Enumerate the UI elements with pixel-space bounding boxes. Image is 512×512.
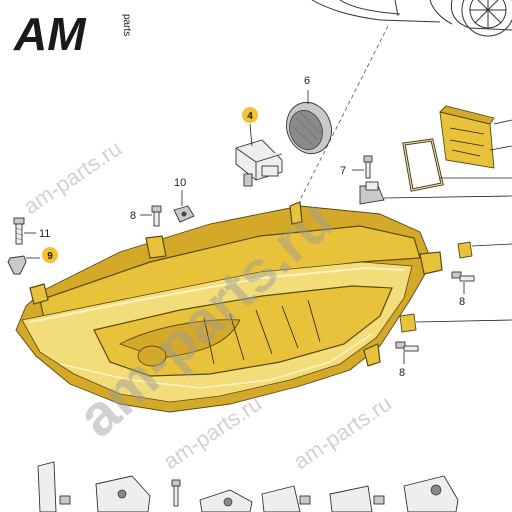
callout-4: 4 [242,107,258,123]
part-10-nut [173,205,195,223]
highlight-badge [42,247,58,263]
callout-10: 10 [174,177,186,189]
part-bottom-bracket-1 [37,461,71,512]
part-clip-right-lower [399,313,417,333]
svg-text:4: 4 [247,111,253,122]
headlight-housing [15,201,443,413]
part-8-screw-right [451,271,475,282]
callout-8-bottom: 8 [399,367,405,379]
svg-text:8: 8 [459,296,465,308]
part-9-clip [7,255,27,275]
svg-text:8: 8 [399,367,405,379]
logo-suffix: parts [121,14,132,36]
callout-9: 9 [42,247,58,263]
leader-lines [24,90,512,364]
part-6-cap [286,101,332,155]
part-ballast-module [439,105,495,169]
part-bottom-bracket-3 [199,489,253,512]
svg-text:9: 9 [47,251,53,262]
part-8-screw-top [151,205,162,227]
logo-letters: AM [13,8,87,60]
svg-text:8: 8 [130,210,136,222]
callout-11: 11 [39,228,50,240]
part-bottom-bracket-5 [329,485,385,512]
callout-8-right: 8 [459,296,465,308]
part-8-screw-bottom [395,341,419,352]
part-bottom-bracket-4 [261,485,311,512]
svg-text:7: 7 [340,165,346,177]
part-4-adjuster [235,139,283,187]
wheel-icon [461,0,512,37]
svg-text:10: 10 [174,177,186,189]
part-11-screw [13,217,25,245]
part-bottom-bracket-6 [403,475,459,512]
svg-text:am-parts.ru: am-parts.ru [289,391,396,475]
callout-7: 7 [340,165,346,177]
part-clip-right-upper [457,241,473,259]
reference-line [299,25,389,201]
part-seal-ring [402,138,444,192]
part-7-screw [359,155,385,205]
svg-text:11: 11 [39,228,50,240]
part-bottom-screw [171,479,181,507]
callout-8-top: 8 [130,210,136,222]
svg-text:am-parts.ru: am-parts.ru [19,136,126,220]
callout-6: 6 [304,75,310,87]
am-parts-logo: AM parts [13,8,132,60]
highlight-badge [242,107,258,123]
vehicle-outline [311,0,512,37]
part-bottom-bracket-2 [95,475,151,512]
svg-text:6: 6 [304,75,310,87]
